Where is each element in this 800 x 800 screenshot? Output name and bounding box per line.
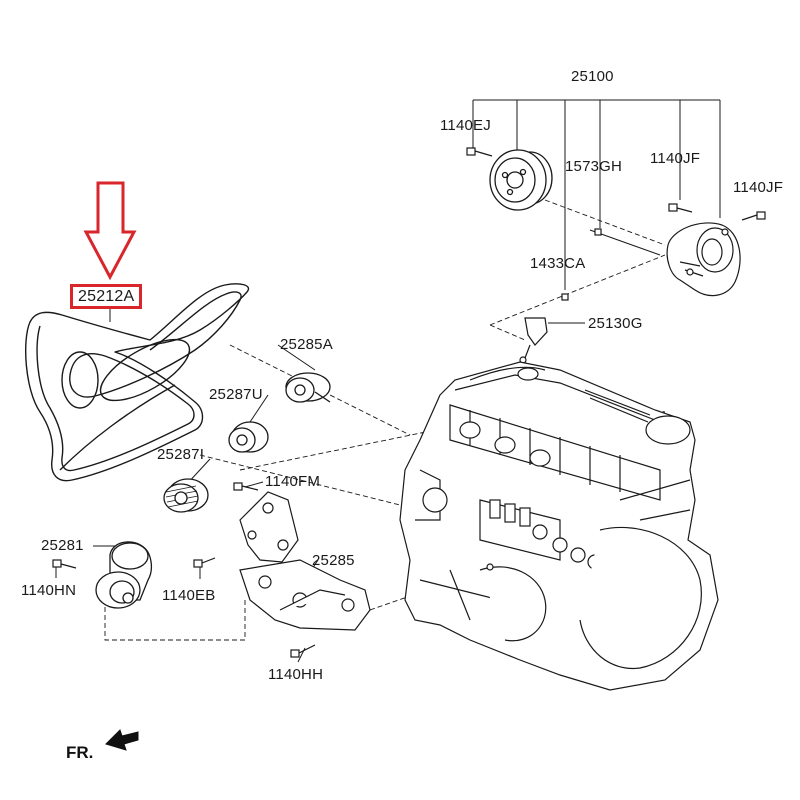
front-direction-label: FR. <box>66 743 94 762</box>
label-1140JF-b: 1140JF <box>733 179 784 196</box>
bolt-1140HN <box>52 559 62 568</box>
label-25285: 25285 <box>312 552 355 569</box>
label-25100: 25100 <box>571 68 614 85</box>
drive-belt <box>25 283 250 482</box>
bolt-1140EJ <box>466 147 476 156</box>
grooved-pulley-25287I <box>163 478 209 513</box>
label-1140EJ: 1140EJ <box>440 117 491 134</box>
label-25287U: 25287U <box>209 386 263 403</box>
bolt-1140JF-b <box>756 211 766 220</box>
front-direction-arrow-icon <box>105 729 139 751</box>
idler-pulley-25287U <box>228 421 269 453</box>
thermostat-gasket-25130G <box>519 317 548 364</box>
down-arrow-icon <box>83 181 137 281</box>
label-1140HN: 1140HN <box>21 582 77 599</box>
engine-block <box>399 361 719 691</box>
label-1573GH: 1573GH <box>565 158 623 175</box>
plug-1573GH <box>594 228 602 236</box>
label-1140JF-a: 1140JF <box>650 150 701 167</box>
bolt-1140EB <box>193 559 203 568</box>
mounting-bracket-25285 <box>239 491 371 631</box>
bolt-1140JF-a <box>668 203 678 212</box>
label-1140EB: 1140EB <box>162 587 216 604</box>
label-25212A-highlighted: 25212A <box>70 284 143 309</box>
label-25285A: 25285A <box>280 336 333 353</box>
label-25130G: 25130G <box>588 315 643 332</box>
label-25287I: 25287I <box>157 446 205 463</box>
plug-1433CA <box>561 293 569 301</box>
label-1140FM: 1140FM <box>265 473 321 490</box>
bolts <box>52 147 766 658</box>
idler-pulley-25285A <box>285 372 331 403</box>
water-pump-body <box>666 222 741 297</box>
label-25281: 25281 <box>41 537 84 554</box>
label-1433CA: 1433CA <box>530 255 586 272</box>
bolt-1140HH <box>290 649 300 658</box>
label-1140HH: 1140HH <box>268 666 324 683</box>
bolt-1140FM <box>233 482 243 491</box>
belt-tensioner-25281 <box>95 541 153 609</box>
water-pump-pulley <box>489 149 553 211</box>
